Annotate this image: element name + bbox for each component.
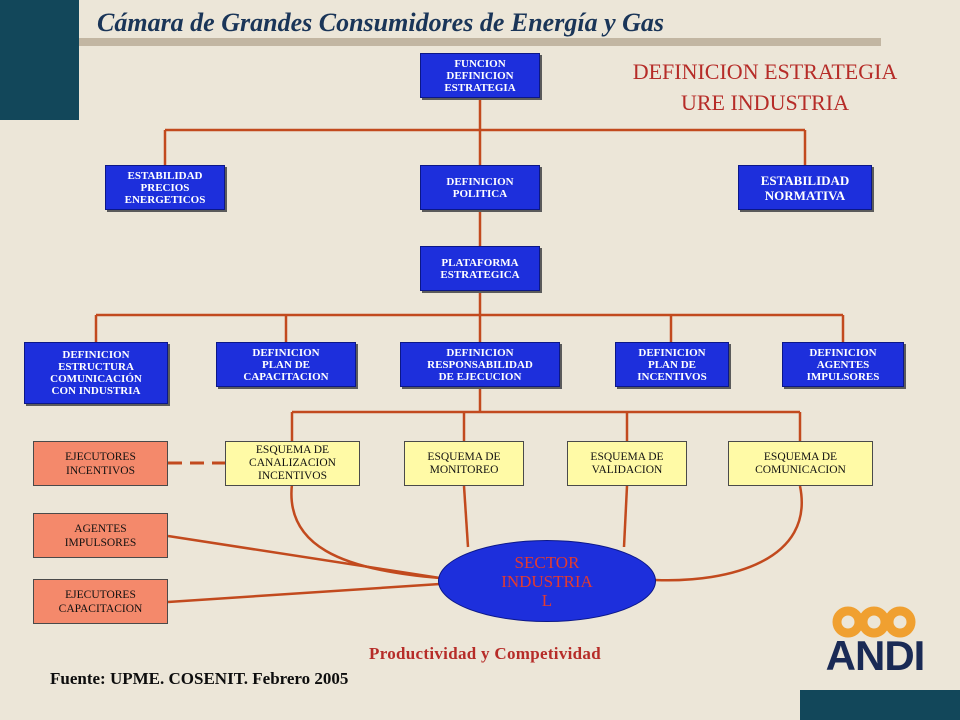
andi-logo-text: ANDI xyxy=(825,632,926,679)
node-estabilidad-normativa: ESTABILIDAD NORMATIVA xyxy=(738,165,872,210)
node-esquema-validacion: ESQUEMA DE VALIDACION xyxy=(567,441,687,486)
node-esquema-monitoreo: ESQUEMA DE MONITOREO xyxy=(404,441,524,486)
connector-validacion-sector xyxy=(622,485,629,548)
node-definicion-politica: DEFINICION POLITICA xyxy=(420,165,540,210)
header-underline xyxy=(79,38,881,46)
node-ejecutores-capacitacion: EJECUTORES CAPACITACION xyxy=(33,579,168,624)
source-citation: Fuente: UPME. COSENIT. Febrero 2005 xyxy=(50,669,349,688)
bottom-right-accent-bar xyxy=(800,690,960,720)
andi-logo-mark-icon xyxy=(832,606,916,638)
node-esquema-canalizacion: ESQUEMA DE CANALIZACION INCENTIVOS xyxy=(225,441,360,486)
header-title: Cámara de Grandes Consumidores de Energí… xyxy=(97,8,664,37)
connector-agentes-sector xyxy=(167,534,441,580)
node-estabilidad-precios: ESTABILIDAD PRECIOS ENERGETICOS xyxy=(105,165,225,210)
node-estructura-comunicacion: DEFINICION ESTRUCTURA COMUNICACIÓN CON I… xyxy=(24,342,168,404)
node-agentes-impulsores-def: DEFINICION AGENTES IMPULSORES xyxy=(782,342,904,387)
top-left-accent-bar xyxy=(0,0,79,120)
node-plataforma-estrategica: PLATAFORMA ESTRATEGICA xyxy=(420,246,540,291)
node-sector-industrial: SECTOR INDUSTRIA L xyxy=(438,540,656,622)
node-esquema-comunicacion: ESQUEMA DE COMUNICACION xyxy=(728,441,873,486)
node-plan-incentivos: DEFINICION PLAN DE INCENTIVOS xyxy=(615,342,729,387)
strategy-title: DEFINICION ESTRATEGIA URE INDUSTRIA xyxy=(632,59,898,115)
node-agentes-impulsores: AGENTES IMPULSORES xyxy=(33,513,168,558)
node-ejecutores-incentivos: EJECUTORES INCENTIVOS xyxy=(33,441,168,486)
connector-comunicacion-sector xyxy=(654,485,803,582)
node-responsabilidad-ejecucion: DEFINICION RESPONSABILIDAD DE EJECUCION xyxy=(400,342,560,387)
productivity-caption: Productividad y Competividad xyxy=(369,644,601,663)
node-plan-capacitacion: DEFINICION PLAN DE CAPACITACION xyxy=(216,342,356,387)
connector-canalizacion-sector xyxy=(290,483,441,580)
node-funcion-definicion: FUNCION DEFINICION ESTRATEGIA xyxy=(420,53,540,98)
connector-capacitacion-sector xyxy=(167,582,441,604)
connector-monitoreo-sector xyxy=(462,485,470,548)
